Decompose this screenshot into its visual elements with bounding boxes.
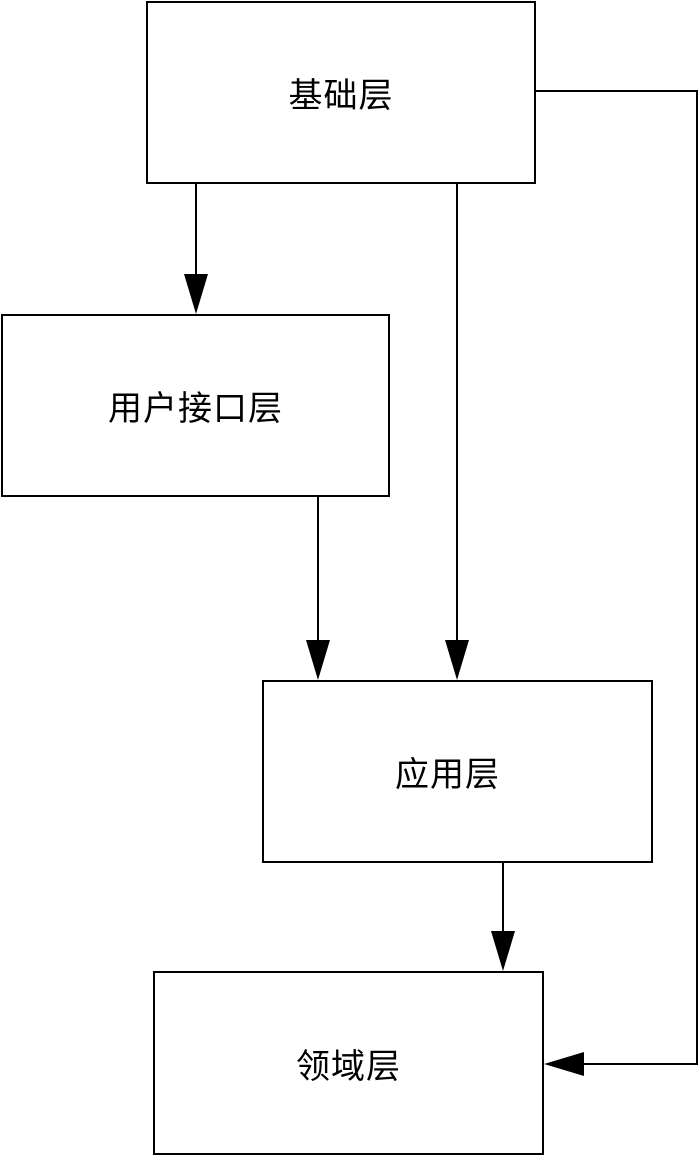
arrow-foundation-to-domain-head <box>544 1052 584 1076</box>
arrow-foundation-to-app-head <box>445 640 469 680</box>
application-layer-label: 应用层 <box>395 755 500 795</box>
foundation-layer-label: 基础层 <box>288 76 394 116</box>
arrow-app-to-domain-head <box>491 931 515 971</box>
arrow-foundation-to-domain-line <box>536 90 698 1065</box>
user-interface-layer-label: 用户接口层 <box>108 389 283 429</box>
foundation-layer-box: 基础层 <box>146 1 536 184</box>
arrow-ui-to-app-head <box>306 640 330 680</box>
domain-layer-box: 领域层 <box>153 971 544 1155</box>
domain-layer-label: 领域层 <box>296 1046 401 1087</box>
user-interface-layer-box: 用户接口层 <box>1 314 390 497</box>
application-layer-box: 应用层 <box>262 680 653 863</box>
arrow-foundation-to-ui-head <box>184 274 208 314</box>
